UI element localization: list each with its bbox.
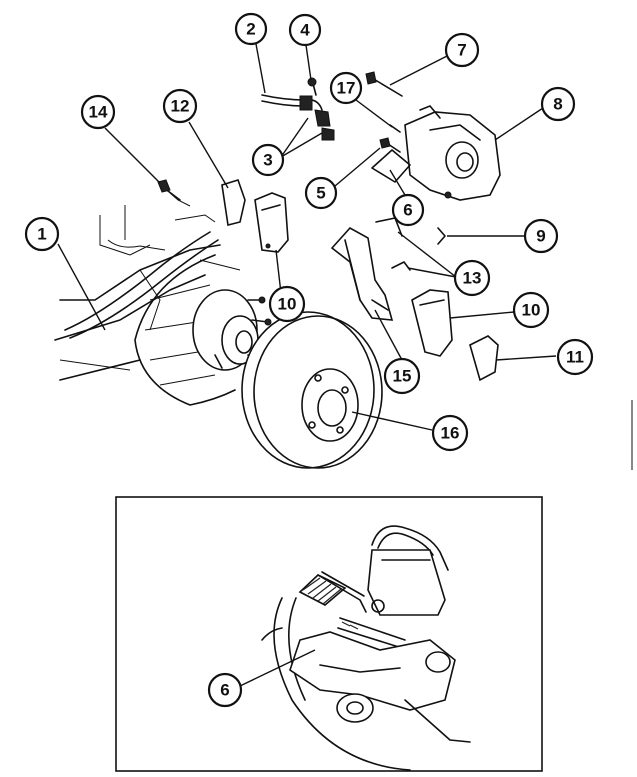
svg-text:17: 17 — [337, 79, 356, 98]
svg-text:4: 4 — [300, 21, 310, 40]
callout-16: 16 — [431, 414, 469, 452]
shim — [221, 179, 246, 226]
outer-shim — [469, 335, 499, 382]
strut-assembly — [54, 205, 221, 381]
svg-text:16: 16 — [441, 424, 460, 443]
bleeder-screw — [157, 179, 216, 223]
wheel-hub — [192, 289, 272, 371]
svg-text:3: 3 — [263, 151, 272, 170]
callout-17: 17 — [329, 71, 363, 105]
callout-7: 7 — [444, 32, 480, 68]
svg-text:6: 6 — [403, 201, 412, 220]
detail-inset-drawing — [261, 525, 471, 771]
inset-leader-6 — [239, 649, 316, 687]
svg-text:15: 15 — [393, 367, 412, 386]
callout-15: 15 — [383, 357, 421, 395]
callout-1: 1 — [24, 216, 60, 252]
svg-text:6: 6 — [220, 681, 229, 700]
svg-text:13: 13 — [463, 269, 482, 288]
svg-text:11: 11 — [566, 348, 584, 367]
retaining-spring — [437, 227, 446, 245]
svg-text:7: 7 — [457, 41, 466, 60]
anti-rattle-clip — [375, 217, 411, 271]
callout-14: 14 — [80, 94, 116, 130]
svg-text:2: 2 — [246, 20, 255, 39]
svg-text:14: 14 — [89, 103, 108, 122]
svg-text:8: 8 — [553, 95, 562, 114]
pad-clip — [371, 149, 411, 183]
callout-5: 5 — [304, 176, 338, 210]
callout-10-inner: 10 — [268, 285, 306, 323]
callout-4: 4 — [288, 13, 322, 47]
svg-text:5: 5 — [316, 184, 325, 203]
callout-9: 9 — [523, 218, 559, 254]
guide-pin — [379, 124, 401, 153]
callout-3: 3 — [251, 143, 285, 177]
brake-hose — [261, 77, 335, 141]
caliper — [404, 105, 501, 201]
svg-text:1: 1 — [37, 225, 46, 244]
callout-12: 12 — [162, 88, 198, 124]
callout-10-outer: 10 — [512, 291, 550, 329]
svg-text:10: 10 — [278, 295, 297, 314]
callout-6-inset: 6 — [207, 672, 243, 708]
svg-text:10: 10 — [522, 301, 541, 320]
callout-13: 13 — [453, 259, 491, 297]
callout-2: 2 — [234, 12, 268, 46]
svg-text:12: 12 — [171, 97, 190, 116]
bolt — [365, 71, 403, 97]
callout-11: 11 — [556, 338, 594, 376]
callout-6: 6 — [391, 193, 425, 227]
svg-text:9: 9 — [536, 227, 545, 246]
mounting-support — [330, 226, 394, 321]
inner-brake-pad — [254, 192, 289, 253]
callout-8: 8 — [540, 86, 576, 122]
disc-plate — [241, 311, 383, 469]
outer-brake-pad — [411, 289, 453, 357]
